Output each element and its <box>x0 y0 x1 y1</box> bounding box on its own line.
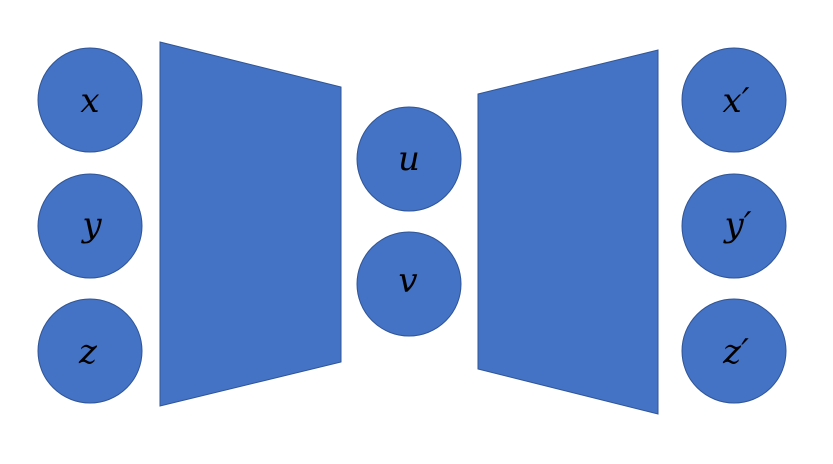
input-node-x: x <box>37 47 143 153</box>
svg-text:y′: y′ <box>723 205 752 245</box>
input-node-z: z <box>37 298 143 404</box>
svg-text:x′: x′ <box>723 81 750 121</box>
output-layer: x′ y′ z′ <box>681 47 787 404</box>
svg-text:z: z <box>78 332 98 372</box>
encoder-trapezoid <box>159 41 342 407</box>
output-node-y-prime: y′ <box>681 173 787 279</box>
svg-text:v: v <box>398 261 417 301</box>
output-node-z-prime: z′ <box>681 298 787 404</box>
svg-text:y: y <box>80 205 102 245</box>
latent-node-v: v <box>356 231 462 337</box>
svg-text:z′: z′ <box>722 332 749 372</box>
input-node-y: y <box>37 173 143 279</box>
latent-node-u: u <box>356 106 462 212</box>
svg-text:u: u <box>398 139 420 179</box>
decoder-trapezoid <box>477 49 659 415</box>
output-node-x-prime: x′ <box>681 47 787 153</box>
svg-text:x: x <box>80 81 99 121</box>
latent-layer: u v <box>356 106 462 337</box>
input-layer: x y z <box>37 47 143 404</box>
